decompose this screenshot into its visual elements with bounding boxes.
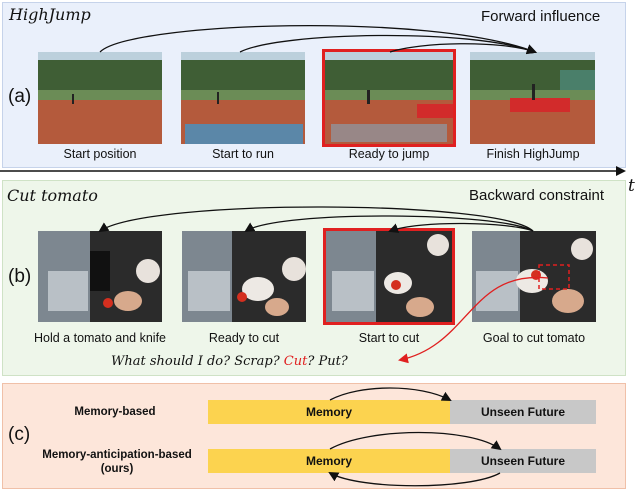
question-red-arrow <box>398 276 549 364</box>
future-bar-2-label: Unseen Future <box>480 454 565 468</box>
forward-arc-1 <box>99 24 537 54</box>
question-part2: ? Put? <box>307 354 348 369</box>
question-highlight-cut: Cut <box>283 354 308 369</box>
future-bar-2: Unseen Future <box>450 449 596 473</box>
cut-caption-2: Ready to cut <box>208 331 280 345</box>
future-bar-1-label: Unseen Future <box>480 405 565 419</box>
anticipation-arc-forward <box>329 431 502 451</box>
panel-a-right-title: Forward influence <box>481 8 601 25</box>
forward-arc-3 <box>389 43 537 55</box>
memory-bar-1-label: Memory <box>305 405 352 419</box>
time-axis-label: t <box>628 176 635 196</box>
memory-bar-2: Memory <box>208 449 450 473</box>
panel-a-letter: (a) <box>8 86 32 107</box>
question-part1: What should I do? Scrap? <box>111 354 284 369</box>
highjump-frame-ready-to-jump <box>325 52 453 144</box>
row-label-memory-based: Memory-based <box>74 406 156 418</box>
highjump-caption-4: Finish HighJump <box>486 147 580 161</box>
highjump-frame-finish-highjump <box>470 52 595 144</box>
cut-frame-ready-to-cut <box>182 231 306 322</box>
panel-a-title: HighJump <box>9 5 91 24</box>
cut-caption-3: Start to cut <box>358 331 420 345</box>
future-bar-1: Unseen Future <box>450 400 596 424</box>
memory-bar-2-label: Memory <box>305 454 352 468</box>
cut-caption-1: Hold a tomato and knife <box>33 331 167 345</box>
cut-frame-start-to-cut <box>326 231 452 322</box>
cut-caption-4: Goal to cut tomato <box>482 331 586 345</box>
highjump-caption-1: Start position <box>63 147 137 161</box>
memory-based-arc <box>329 387 452 401</box>
memory-bar-1: Memory <box>208 400 450 424</box>
row-label-memory-anticipation-based: Memory-anticipation-based (ours) <box>42 449 192 475</box>
cut-frame-hold-tomato-knife <box>38 231 162 322</box>
cut-frame-goal-cut-tomato <box>472 231 596 322</box>
panel-b-title: Cut tomato <box>7 186 98 205</box>
highjump-caption-2: Start to run <box>212 147 274 161</box>
panel-b-letter: (b) <box>8 266 32 287</box>
panel-b-right-title: Backward constraint <box>469 187 605 204</box>
question-text: What should I do? Scrap? Cut? Put? <box>111 354 348 369</box>
highjump-caption-3: Ready to jump <box>348 147 430 161</box>
highjump-frame-start-position <box>38 52 162 144</box>
backward-arc-3 <box>388 222 534 233</box>
backward-arc-1 <box>98 206 534 233</box>
backward-arc-2 <box>244 215 534 233</box>
forward-arc-2 <box>239 34 537 54</box>
highjump-frame-start-to-run <box>181 52 305 144</box>
panel-c-letter: (c) <box>8 424 31 445</box>
anticipation-arc-backward <box>328 472 501 487</box>
